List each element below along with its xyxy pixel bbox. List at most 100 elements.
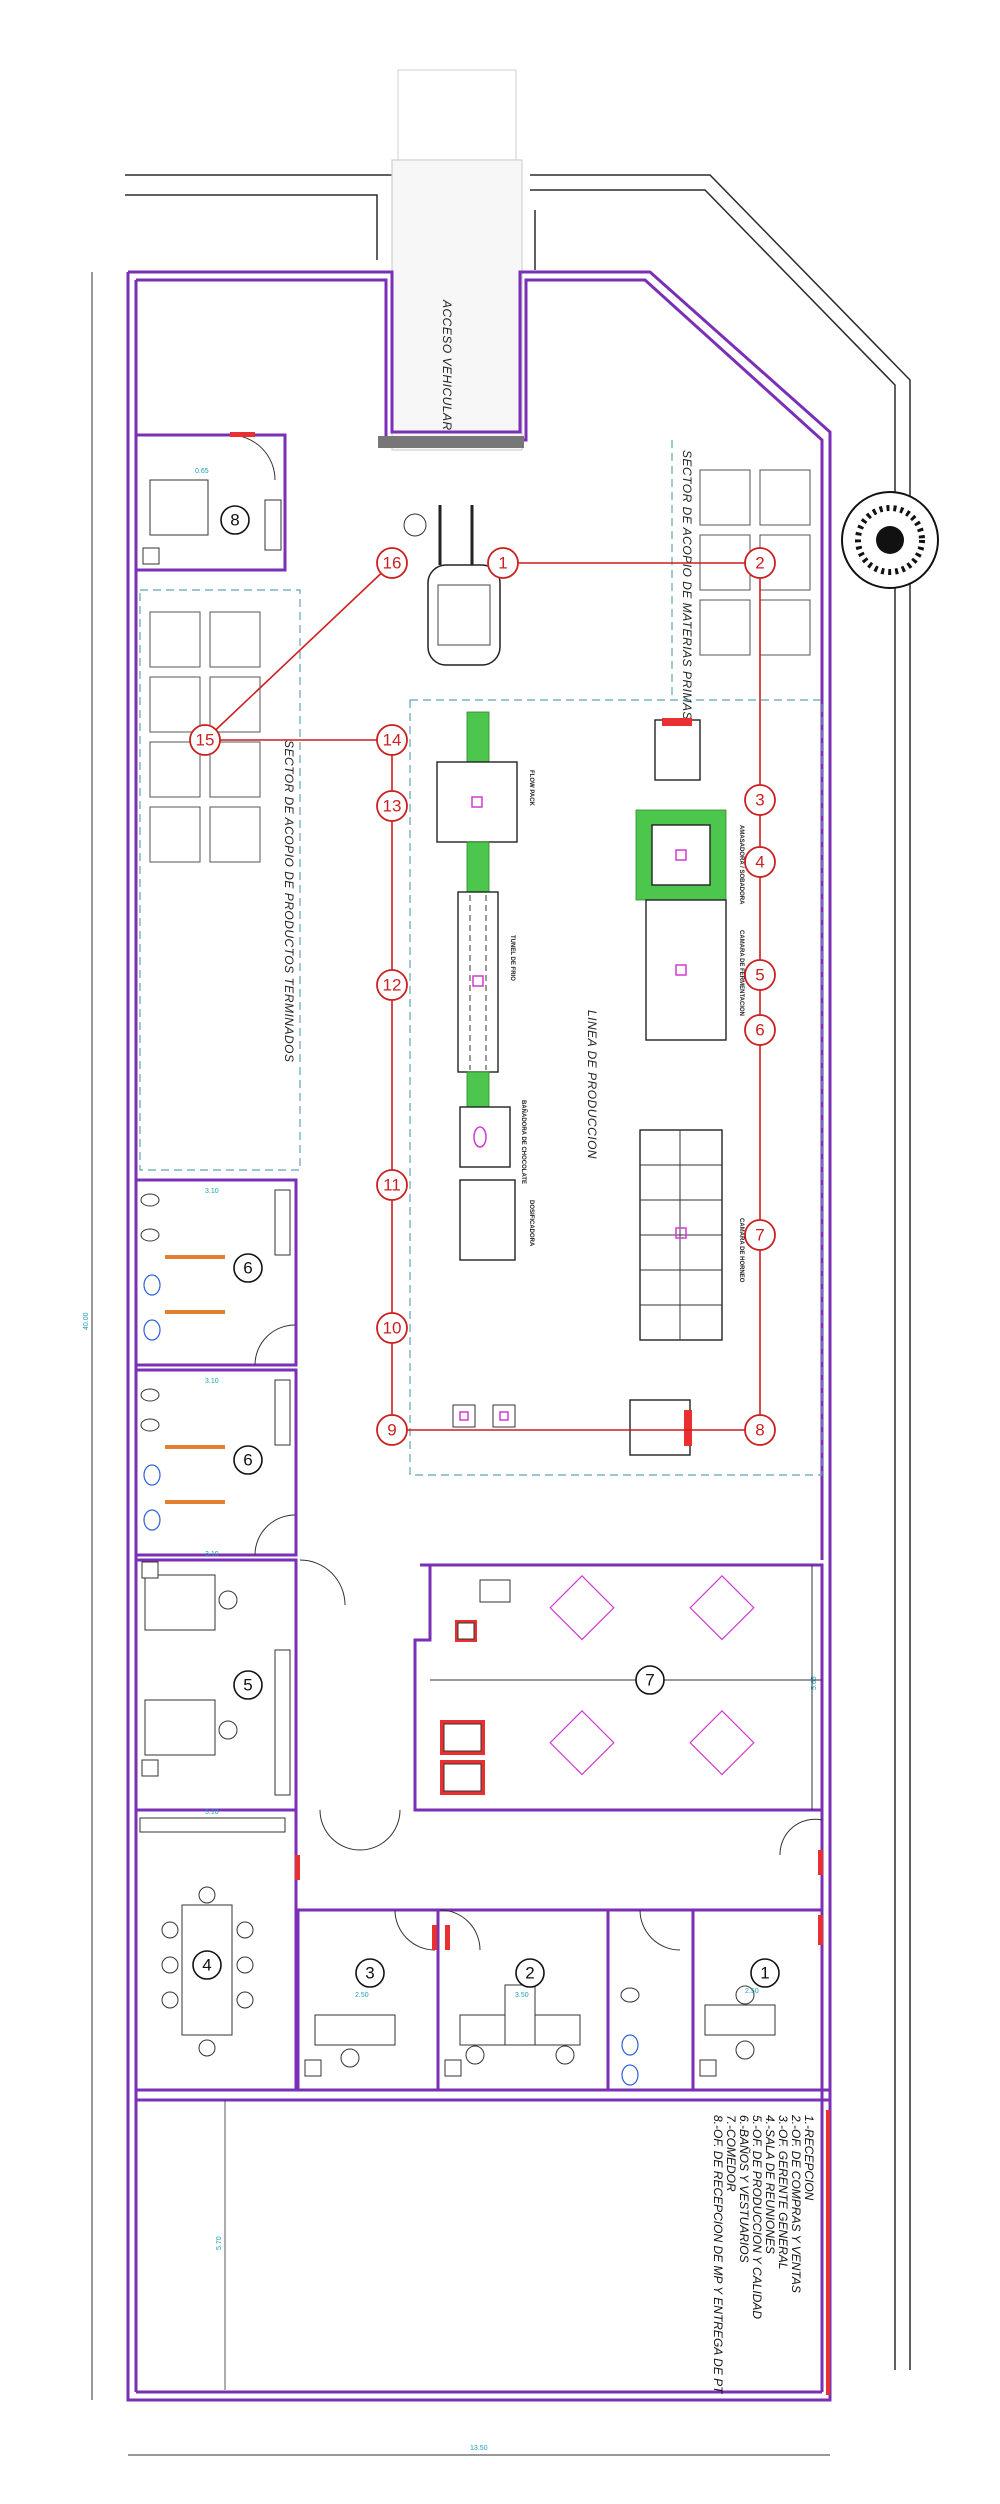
office-dim: 3.10: [205, 1551, 219, 1558]
svg-text:6: 6: [243, 1451, 252, 1470]
flow-node: 2: [744, 547, 776, 579]
wc-dim-2: 3.10: [205, 1378, 219, 1385]
dosifier-label: DOSIFICADORA: [528, 1200, 534, 1247]
forklift-icon: [403, 505, 501, 666]
raw-material-sector-label: SECTOR DE ACOPIO DE MATERIAS PRIMAS: [680, 450, 694, 720]
svg-text:2: 2: [525, 1964, 534, 1983]
flow-nodes: 1 2 3 4 5 6 7 8 9 10 11 12 13 14 15 16: [189, 547, 776, 1446]
cooling-tunnel-machine: [457, 891, 499, 1073]
raw-material-sector: SECTOR DE ACOPIO DE MATERIAS PRIMAS: [671, 440, 811, 720]
room-6-marker: 6: [233, 1253, 263, 1283]
front-offices: 3 2.50 2 3.50 1 2.50: [296, 1908, 824, 2092]
legend-item: 3.-OF. GERENTE GENERAL: [776, 2115, 790, 2269]
flow-node: 8: [744, 1414, 776, 1446]
svg-text:16: 16: [383, 554, 402, 573]
flow-node: 14: [376, 724, 408, 756]
svg-text:3: 3: [365, 1964, 374, 1983]
room-4-meeting: 3.10 4: [134, 1808, 300, 2092]
room-3-marker: 3: [355, 1958, 385, 1988]
shaper-label: CAMARA DE FERMENTACION: [738, 930, 744, 1016]
truck-outline: [391, 69, 523, 451]
svg-text:9: 9: [387, 1421, 396, 1440]
room-5-marker: 5: [233, 1670, 263, 1700]
svg-text:1: 1: [498, 554, 507, 573]
legend-item: 6.-BAÑOS Y VESTUARIOS: [737, 2115, 751, 2263]
reception-dim: 2.50: [745, 1988, 759, 1995]
flow-pack-label: FLOW PACK: [528, 770, 534, 807]
svg-text:7: 7: [755, 1226, 764, 1245]
flow-node: 7: [744, 1219, 776, 1251]
tunnel-label: TUNEL DE FRIO: [509, 935, 515, 981]
room-7-dining: 5.65 7: [413, 1563, 824, 1875]
flow-node: 11: [376, 1169, 408, 1201]
wc-dim: 3.10: [205, 1188, 219, 1195]
room-8-office: 0.65 8: [136, 432, 287, 572]
flow-pack-machine: [436, 761, 518, 843]
mixer-label: AMASADORA / SOBADORA: [738, 825, 744, 905]
room-legend: 1.-RECEPCION 2.-OF. DE COMPRAS Y VENTAS …: [711, 2110, 830, 2395]
flow-node: 12: [376, 969, 408, 1001]
flow-node: 10: [376, 1312, 408, 1344]
dosifier-machine: [459, 1179, 516, 1261]
office-3-dim: 2.50: [355, 1992, 369, 1999]
dimension-lines: 40.00 13.50 5.70: [83, 272, 830, 2456]
toilet-icon: [143, 1274, 161, 1531]
room-8-marker: 8: [220, 505, 250, 535]
flow-node: 4: [744, 846, 776, 878]
flow-node: 13: [376, 790, 408, 822]
svg-text:7: 7: [645, 1671, 654, 1690]
svg-text:14: 14: [383, 731, 402, 750]
mixer-machine: [651, 824, 711, 886]
restrooms: 3.10 3.10 6 6: [134, 1178, 298, 1557]
production-line-label: LINEA DE PRODUCCION: [585, 1010, 599, 1159]
flow-node: 9: [376, 1414, 408, 1446]
svg-text:3: 3: [755, 791, 764, 810]
svg-text:6: 6: [755, 1021, 764, 1040]
tree-icon: [841, 491, 939, 589]
svg-text:12: 12: [383, 976, 402, 995]
svg-text:8: 8: [230, 511, 239, 530]
legend-item: 7.-COMEDOR: [724, 2115, 738, 2192]
flow-node: 15: [189, 724, 221, 756]
flow-node: 16: [376, 547, 408, 579]
svg-text:11: 11: [383, 1176, 401, 1195]
room-7-marker: 7: [635, 1665, 665, 1695]
svg-text:15: 15: [196, 731, 215, 750]
room-6-marker: 6: [233, 1445, 263, 1475]
office-2-dim: 3.50: [515, 1992, 529, 1999]
legend-item: 2.-OF. DE COMPRAS Y VENTAS: [789, 2114, 803, 2293]
legend-item: 5.-OF. DE PRODUCCION Y CALIDAD: [750, 2115, 764, 2319]
room-2-marker: 2: [515, 1958, 545, 1988]
oven-label: CAMARA DE HORNEO: [738, 1218, 744, 1283]
dough-machine: [629, 1399, 691, 1456]
finished-products-sector-label: SECTOR DE ACOPIO DE PRODUCTOS TERMINADOS: [282, 740, 296, 1062]
flow-node: 3: [744, 784, 776, 816]
svg-text:8: 8: [755, 1421, 764, 1440]
choc-bath-label: BAÑADORA DE CHOCOLATE: [520, 1100, 527, 1184]
flow-node: 5: [744, 959, 776, 991]
legend-item: 1.-RECEPCION: [802, 2115, 816, 2201]
flow-node: 6: [744, 1014, 776, 1046]
finished-products-sector: SECTOR DE ACOPIO DE PRODUCTOS TERMINADOS: [139, 589, 301, 1171]
front-area-dim: 5.70: [216, 2236, 223, 2250]
legend-item: 4.-SALA DE REUNIONES: [763, 2115, 777, 2254]
flow-node: 1: [487, 547, 519, 579]
room8-dim: 0.65: [195, 468, 209, 475]
room-4-marker: 4: [192, 1950, 222, 1980]
svg-text:10: 10: [383, 1319, 402, 1338]
dining-table-icon: [549, 1575, 755, 1776]
svg-text:5: 5: [243, 1676, 252, 1695]
svg-text:13: 13: [383, 797, 402, 816]
svg-text:4: 4: [755, 853, 764, 872]
total-width-dim: 13.50: [470, 2445, 488, 2452]
svg-text:1: 1: [760, 1964, 769, 1983]
room-5-office: 3.10 5: [134, 1551, 346, 1812]
chocolate-bath-machine: [459, 1106, 511, 1168]
svg-text:4: 4: [202, 1956, 211, 1975]
vehicle-access-label: ACCESO VEHICULAR: [440, 299, 454, 431]
svg-text:6: 6: [243, 1259, 252, 1278]
production-line-area: LINEA DE PRODUCCION FLOW PACK TUNEL DE F…: [409, 699, 823, 1476]
svg-text:5: 5: [755, 966, 764, 985]
sink-icon: [140, 1193, 160, 1432]
